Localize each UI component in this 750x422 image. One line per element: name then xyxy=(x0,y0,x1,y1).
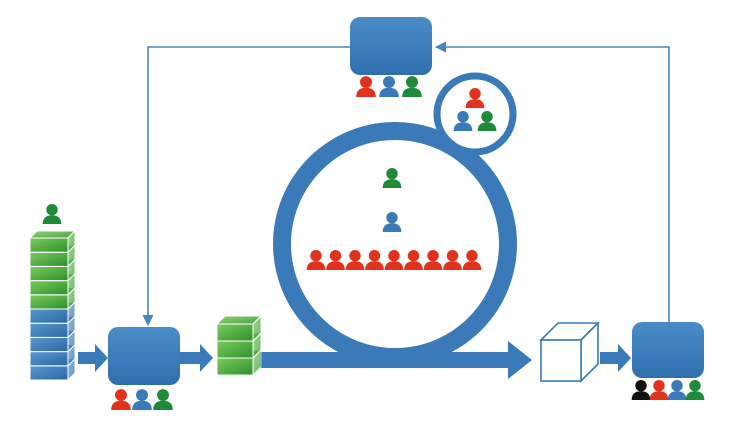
blue-person-icon xyxy=(382,211,402,232)
feedback-line-left xyxy=(142,46,350,327)
red-person-icon xyxy=(423,249,443,270)
green-person-icon xyxy=(685,379,705,400)
red-person-icon xyxy=(365,249,384,270)
red-person-icon xyxy=(345,249,365,270)
flow-arrow-stack-to-left-box xyxy=(78,344,108,372)
red-person-icon xyxy=(465,87,485,108)
red-person-icon xyxy=(462,249,482,270)
flow-arrow-left-box-to-green-stack xyxy=(180,344,213,372)
loop-circle xyxy=(273,122,517,366)
blue-person-icon xyxy=(132,389,152,410)
people-layer xyxy=(42,76,705,410)
red-person-icon xyxy=(384,249,404,270)
blue-person-icon xyxy=(379,76,399,97)
green-person-icon xyxy=(477,110,497,131)
cube-icon xyxy=(539,321,600,383)
ready-stack xyxy=(215,314,263,377)
team-badge-circle xyxy=(433,72,517,156)
red-person-icon xyxy=(111,389,131,410)
process-boxes xyxy=(108,17,704,385)
flow-arrow-cube-to-right-box xyxy=(600,344,631,372)
black-person-icon xyxy=(631,379,651,400)
green-person-icon xyxy=(382,167,402,188)
right-process-box xyxy=(632,322,704,378)
feedback-lines xyxy=(142,41,670,327)
left-process-box xyxy=(108,327,180,385)
red-person-icon xyxy=(649,379,669,400)
green-person-icon xyxy=(402,76,422,97)
flow-arrow-green-stack-to-cube xyxy=(260,341,532,379)
feedback-line-right xyxy=(434,41,670,322)
backlog-stack xyxy=(28,229,77,382)
green-work-item-block xyxy=(28,229,77,254)
red-person-icon xyxy=(404,249,423,270)
red-person-icon xyxy=(326,249,345,270)
green-person-icon xyxy=(153,389,173,410)
red-person-icon xyxy=(306,249,326,270)
blue-person-icon xyxy=(667,379,687,400)
main-flow xyxy=(78,341,631,379)
red-person-icon xyxy=(443,249,462,270)
top-process-box xyxy=(350,17,432,75)
green-person-icon xyxy=(42,203,62,224)
red-person-icon xyxy=(356,76,376,97)
blue-person-icon xyxy=(453,110,473,131)
green-work-item-block xyxy=(215,314,263,343)
